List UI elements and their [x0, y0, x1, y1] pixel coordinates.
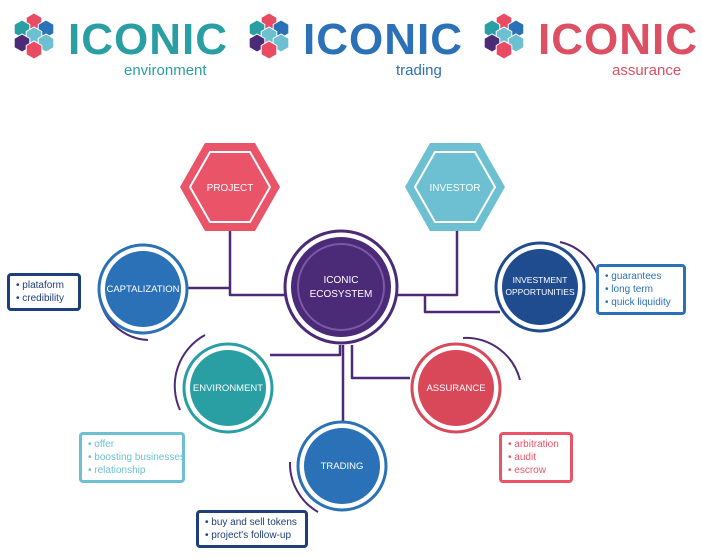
list-box-investment: guaranteeslong termquick liquidity [596, 264, 686, 315]
hexagon-investor: INVESTOR [405, 143, 505, 231]
circle-disc [105, 251, 181, 327]
logo-iconic-environment: ICONIC environment [6, 10, 228, 90]
list-item: boosting businesses [88, 451, 185, 464]
arc-trading [288, 461, 319, 513]
hexagon-inner-border [413, 151, 497, 223]
circle-label: TRADING [321, 461, 364, 472]
circle-trading: TRADING [296, 420, 388, 512]
connector-environment [270, 345, 342, 357]
hexagon-label: PROJECT [207, 183, 254, 194]
list-item: escrow [508, 464, 564, 477]
cube-logo-icon [248, 12, 290, 60]
cube-facet [495, 40, 513, 60]
cube-facet [25, 40, 43, 60]
list-box-trading: buy and sell tokensproject's follow-up [196, 510, 308, 548]
logo-iconic-assurance: ICONIC assurance [476, 10, 698, 90]
connector-project [228, 225, 293, 297]
list-item: relationship [88, 464, 176, 477]
list-item: arbitration [508, 438, 564, 451]
circle-label: CAPTALIZATION [106, 284, 179, 295]
connectors [187, 225, 500, 422]
list-item: long term [605, 283, 677, 296]
hexagon-label: INVESTOR [430, 183, 481, 194]
circle-investment-opportunities: INVESTMENT OPPORTUNITIES [494, 241, 586, 333]
list-box-assurance: arbitrationauditescrow [499, 432, 573, 483]
arc-environment [173, 334, 206, 411]
logo-word: ICONIC [303, 15, 463, 64]
hexagon-project: PROJECT [180, 143, 280, 231]
center-inner-ring [297, 243, 385, 331]
circle-assurance: ASSURANCE [410, 342, 502, 434]
circle-disc [190, 350, 266, 426]
list-item: offer [88, 438, 176, 451]
cube-facet [260, 40, 278, 60]
bullet-list: buy and sell tokensproject's follow-up [205, 516, 299, 542]
list-box-captalization: plataformcredibility [7, 273, 81, 311]
list-item: credibility [16, 292, 72, 305]
circle-environment: ENVIRONMENT [182, 342, 274, 434]
bullet-list: offerboosting businessesrelationship [88, 438, 185, 477]
center-disc [291, 237, 391, 337]
logo-word: ICONIC [538, 15, 698, 64]
list-item: quick liquidity [605, 296, 677, 309]
circle-disc [502, 249, 578, 325]
logo-subtitle: trading [396, 62, 442, 79]
circle-label-line1: INVESTMENT [513, 275, 568, 285]
cube-logo-icon [13, 12, 55, 60]
logo-subtitle: assurance [612, 62, 682, 79]
connector-assurance [350, 345, 410, 380]
arc-assurance [462, 336, 521, 381]
list-item: guarantees [605, 270, 677, 283]
circle-disc [418, 350, 494, 426]
list-item: buy and sell tokens [205, 516, 299, 529]
hexagon-shape [180, 143, 280, 231]
list-box-environment: offerboosting businessesrelationship [79, 432, 185, 483]
list-item: audit [508, 451, 564, 464]
circle-label: ASSURANCE [426, 383, 485, 394]
logo-subtitle: environment [124, 62, 207, 79]
circle-captalization: CAPTALIZATION [97, 243, 189, 335]
hexagon-inner-border [188, 151, 272, 223]
logo-word: ICONIC [68, 15, 228, 64]
circle-label: ENVIRONMENT [193, 383, 263, 394]
center-label-line1: ICONIC [324, 275, 359, 286]
cube-logo-icon [483, 12, 525, 60]
list-item: project's follow-up [205, 529, 299, 542]
circle-disc [304, 428, 380, 504]
hexagon-shape [405, 143, 505, 231]
logo-iconic-trading: ICONIC trading [241, 10, 463, 90]
connector-investment [423, 295, 500, 314]
bullet-list: guaranteeslong termquick liquidity [605, 270, 677, 309]
bullet-list: plataformcredibility [16, 279, 72, 305]
list-item: plataform [16, 279, 72, 292]
center-node: ICONIC ECOSYSTEM [283, 229, 399, 345]
connector-investor [393, 225, 459, 297]
bullet-list: arbitrationauditescrow [508, 438, 564, 477]
center-label-line2: ECOSYSTEM [310, 289, 373, 300]
circle-label-line2: OPPORTUNITIES [505, 287, 575, 297]
